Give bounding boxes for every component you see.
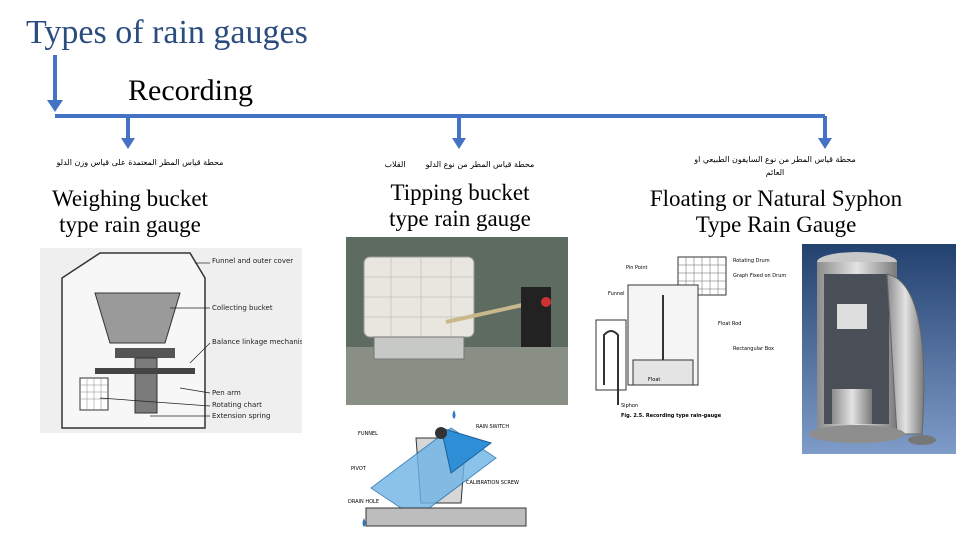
diagram-label-pen-arm: Pen arm — [212, 389, 241, 397]
syphon-label-siphon: Siphon — [621, 403, 638, 409]
syphon-label-funnel: Funnel — [608, 291, 625, 297]
syphon-label-line1: Floating or Natural Syphon — [649, 186, 903, 211]
syphon-figure-caption: Fig. 2.5. Recording type rain-gauge — [621, 413, 722, 419]
tipping-gauge-photo — [346, 237, 568, 405]
syphon-arabic-line1: محطة قياس المطر من نوع السايفون الطبيعي … — [694, 155, 856, 164]
syphon-label-line2: Type Rain Gauge — [695, 212, 857, 237]
syphon-schematic-diagram: Pin Point Rotating Drum Graph Fixed on D… — [588, 255, 798, 425]
tipping-bucket-label: Tipping bucket type rain gauge — [360, 180, 560, 232]
syphon-label-graph: Graph Fixed on Drum — [733, 273, 786, 279]
syphon-label-float: Float — [648, 377, 660, 383]
weighing-gauge-diagram: Funnel and outer cover Collecting bucket… — [40, 248, 302, 433]
weighing-label-line2: type rain gauge — [59, 212, 201, 237]
diagram-label-extension-spring: Extension spring — [212, 412, 270, 420]
weighing-label-line1: Weighing bucket — [52, 186, 208, 211]
weighing-bucket-label: Weighing bucket type rain gauge — [30, 186, 230, 238]
syphon-label-rect-box: Rectangular Box — [733, 346, 774, 352]
slide-title: Types of rain gauges — [26, 14, 308, 51]
tipping-label-pivot: PIVOT — [351, 466, 367, 472]
syphon-label-pin-point: Pin Point — [626, 265, 648, 271]
weighing-arabic-caption: محطة قياس المطر المعتمدة على قياس وزن ال… — [56, 158, 224, 167]
tipping-label-rain-switch: RAIN SWITCH — [476, 424, 509, 430]
syphon-label: Floating or Natural Syphon Type Rain Gau… — [636, 186, 916, 238]
diagram-label-balance: Balance linkage mechanism — [212, 338, 302, 346]
syphon-arabic-caption: محطة قياس المطر من نوع السايفون الطبيعي … — [690, 153, 860, 179]
tipping-mechanism-diagram: FUNNEL RAIN SWITCH PIVOT CALIBRATION SCR… — [346, 408, 536, 536]
recording-heading: Recording — [128, 74, 253, 107]
tipping-label-line2: type rain gauge — [389, 206, 531, 231]
diagram-label-collecting-bucket: Collecting bucket — [212, 304, 273, 312]
diagram-label-rotating-chart: Rotating chart — [212, 401, 262, 409]
syphon-label-float-rod: Float Rod — [718, 321, 741, 327]
tipping-label-drain-hole: DRAIN HOLE — [348, 499, 379, 505]
tipping-arabic-caption-b: محطة قياس المطر من نوع الدلو — [425, 160, 535, 169]
diagram-label-funnel: Funnel and outer cover — [212, 257, 293, 265]
tipping-arabic-caption-a: القلاب — [384, 160, 406, 169]
syphon-label-rotating-drum: Rotating Drum — [733, 258, 770, 264]
syphon-arabic-line2: العائم — [765, 168, 785, 177]
tipping-label-funnel: FUNNEL — [358, 431, 378, 437]
tipping-label-calibration-screw: CALIBRATION SCREW — [466, 480, 519, 486]
syphon-gauge-photo — [802, 244, 956, 454]
tipping-label-line1: Tipping bucket — [390, 180, 530, 205]
